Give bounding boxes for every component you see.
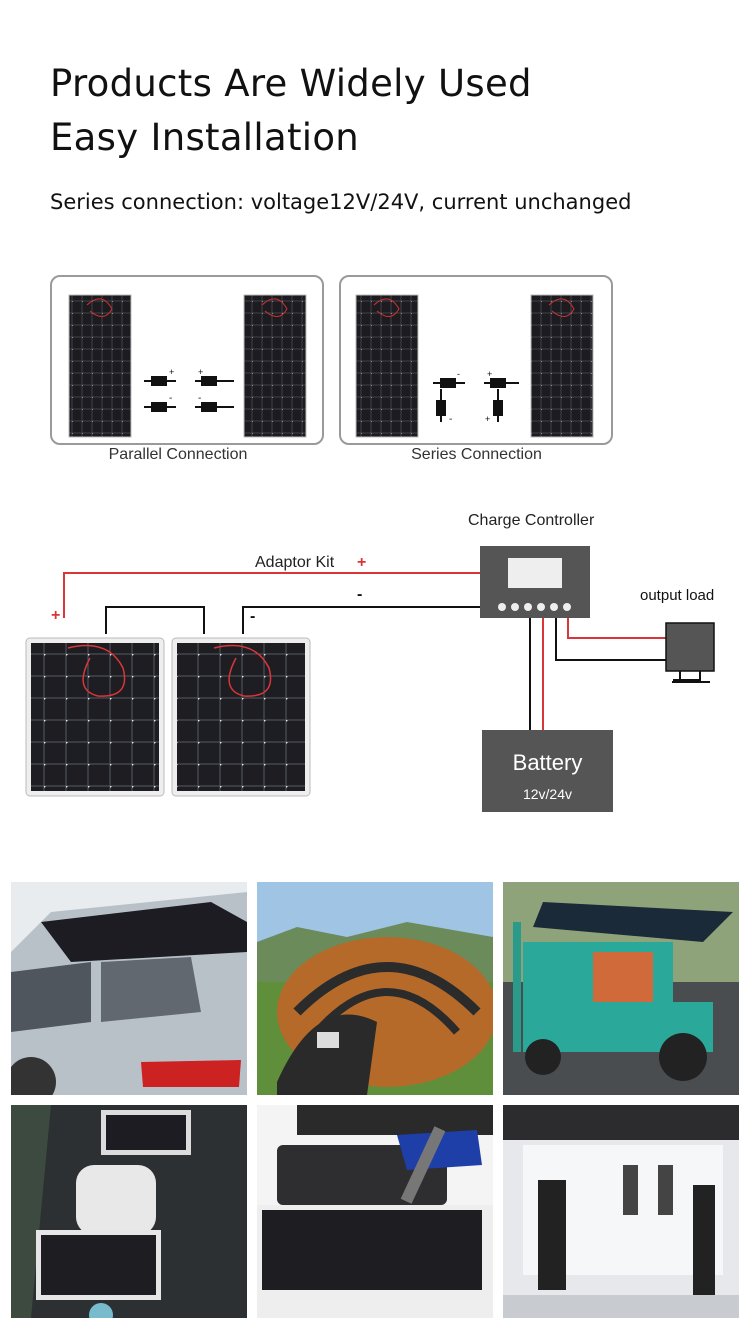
- parallel-connection-illustration: + + - -: [68, 294, 307, 438]
- parallel-plus-2: +: [198, 367, 203, 377]
- battery: [482, 730, 613, 812]
- negative-sign-2: -: [250, 608, 256, 625]
- photo-tent-solar: [257, 882, 493, 1095]
- subtitle: Series connection: voltage12V/24V, curre…: [50, 190, 632, 214]
- mc4-connectors: [144, 376, 234, 412]
- controller-display: [508, 558, 562, 588]
- photo-tricycle-solar: [503, 882, 739, 1095]
- photo-exhibition-booth: [503, 1105, 739, 1318]
- series-minus-1: -: [457, 369, 460, 379]
- wiring-diagram: [25, 546, 715, 812]
- left-plus-sign: +: [51, 607, 61, 624]
- output-load-device: [665, 622, 715, 672]
- panel-link-wire: [105, 606, 205, 634]
- adaptor-kit-label: Adaptor Kit: [255, 554, 335, 571]
- positive-wire: [63, 572, 480, 618]
- battery-voltage-label: 12v/24v: [522, 786, 573, 802]
- series-connection-label: Series Connection: [411, 446, 542, 463]
- negative-sign: -: [357, 586, 363, 603]
- heading-line-2: Easy Installation: [50, 116, 360, 159]
- adaptor-plus-sign: +: [357, 554, 367, 571]
- negative-wire: [242, 606, 480, 634]
- load-stand: [673, 671, 701, 681]
- series-minus-2: -: [449, 414, 452, 425]
- solar-panel-left: [355, 294, 419, 438]
- charge-controller-label: Charge Controller: [468, 512, 595, 529]
- parallel-plus-1: +: [169, 367, 174, 377]
- series-plus-2: +: [485, 414, 490, 424]
- output-load-label: output load: [640, 587, 715, 604]
- mc4-connectors: [433, 378, 519, 422]
- solar-panel-left: [68, 294, 132, 438]
- solar-panel-right: [177, 643, 305, 791]
- photo-car-roof-solar: [11, 882, 247, 1095]
- series-connection-illustration: - + - +: [355, 294, 594, 438]
- solar-panel-left: [31, 643, 159, 791]
- controller-ports: [498, 603, 571, 611]
- solar-panel-right: [530, 294, 594, 438]
- series-connection-diagram: - + - +: [339, 275, 613, 445]
- solar-panel-right: [243, 294, 307, 438]
- photo-panel-installation: [257, 1105, 493, 1318]
- parallel-minus-1: -: [169, 393, 172, 404]
- battery-label: Battery: [512, 750, 583, 775]
- parallel-connection-label: Parallel Connection: [108, 446, 248, 463]
- parallel-connection-diagram: + + - -: [50, 275, 324, 445]
- photo-rv-roof-solar: [11, 1105, 247, 1318]
- load-negative-wire: [555, 618, 668, 661]
- parallel-minus-2: -: [198, 393, 201, 404]
- heading-line-1: Products Are Widely Used: [50, 62, 532, 105]
- series-plus-1: +: [487, 369, 492, 379]
- load-positive-wire: [567, 618, 668, 639]
